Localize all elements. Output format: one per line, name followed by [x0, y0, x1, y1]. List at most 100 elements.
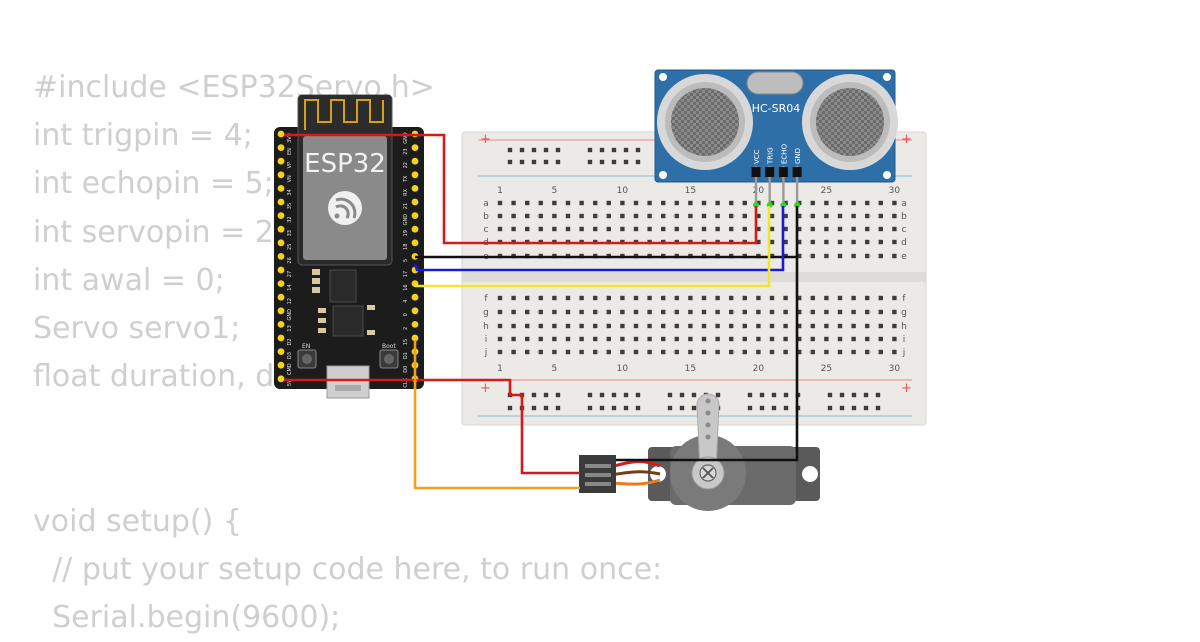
- esp32-pin-label: 16: [403, 284, 409, 290]
- breadboard-hole: [538, 226, 543, 232]
- esp32-pin: [277, 130, 285, 138]
- breadboard-hole: [647, 336, 652, 342]
- esp32-pin-label: 3V3: [287, 133, 293, 143]
- breadboard-hole: [837, 309, 843, 315]
- rail-hole: [875, 392, 881, 398]
- breadboard-hole: [742, 336, 747, 342]
- rail-hole: [599, 147, 605, 153]
- breadboard-hole: [620, 336, 625, 342]
- breadboard-hole: [511, 323, 516, 329]
- rail-hole: [611, 147, 617, 153]
- breadboard-hole: [810, 226, 815, 232]
- breadboard-hole: [742, 309, 747, 315]
- breadboard-hole: [606, 226, 611, 232]
- breadboard-hole: [511, 226, 516, 232]
- breadboard-hole: [674, 295, 679, 301]
- breadboard-hole: [769, 239, 775, 245]
- breadboard-hole: [606, 213, 611, 219]
- esp32-pin: [277, 266, 285, 274]
- breadboard-hole: [797, 253, 802, 259]
- rail-hole: [531, 147, 537, 153]
- breadboard-hole: [511, 295, 516, 301]
- esp32-pin-label: GND: [287, 309, 293, 321]
- row-label: g: [901, 308, 907, 318]
- breadboard-hole: [661, 349, 666, 355]
- breadboard-hole: [878, 295, 883, 301]
- espressif-logo-icon: [328, 191, 362, 225]
- breadboard-hole: [688, 349, 693, 355]
- breadboard-hole: [837, 323, 843, 329]
- breadboard-hole: [851, 323, 856, 329]
- esp32-label: ESP32: [304, 149, 386, 179]
- en-button-label: EN: [302, 343, 310, 350]
- code-line: Serial.begin(9600);: [33, 600, 341, 636]
- breadboard-hole: [674, 349, 679, 355]
- code-line: // put your setup code here, to run once…: [33, 551, 663, 587]
- breadboard-hole: [701, 323, 707, 329]
- breadboard-hole: [633, 309, 639, 315]
- breadboard-hole: [497, 213, 503, 219]
- column-number: 25: [821, 186, 832, 196]
- breadboard-hole: [742, 200, 747, 206]
- sensor-pin-label: GND: [794, 148, 802, 164]
- esp32-pin: [411, 225, 419, 233]
- breadboard-hole: [756, 309, 761, 315]
- rail-hole: [623, 159, 629, 165]
- sensor-pin: [754, 166, 758, 204]
- esp32-pin: [411, 239, 419, 247]
- breadboard-hole: [892, 253, 897, 259]
- breadboard-hole: [579, 213, 584, 219]
- breadboard-hole: [647, 226, 652, 232]
- breadboard-hole: [865, 200, 870, 206]
- breadboard-hole: [538, 323, 543, 329]
- breadboard-hole: [715, 295, 720, 301]
- rail-hole: [691, 405, 697, 411]
- sensor-pin: [782, 166, 785, 204]
- breadboard-hole: [729, 309, 734, 315]
- breadboard-hole: [661, 336, 666, 342]
- rail-hole: [783, 405, 789, 411]
- rail-hole: [635, 159, 641, 165]
- esp32-pin: [277, 348, 285, 355]
- rail-hole: [839, 405, 845, 411]
- breadboard-hole: [579, 349, 584, 355]
- rail-hole: [623, 405, 629, 411]
- esp32-pin-label: 14: [287, 284, 293, 290]
- usb-port: [326, 365, 370, 399]
- rail-hole: [771, 392, 777, 398]
- code-line: int trigpin = 4;: [33, 118, 253, 154]
- breadboard-hole: [756, 213, 761, 219]
- breadboard-hole: [769, 309, 775, 315]
- breadboard-hole: [851, 349, 856, 355]
- breadboard-hole: [701, 349, 707, 355]
- column-number: 30: [889, 186, 901, 196]
- breadboard-hole: [742, 349, 747, 355]
- breadboard-hole: [783, 239, 788, 245]
- breadboard-hole: [729, 200, 734, 206]
- esp32-pin: [277, 280, 285, 287]
- esp32-pin-label: 4: [403, 300, 409, 303]
- rail-hole: [519, 159, 525, 165]
- breadboard-hole: [525, 226, 530, 232]
- breadboard-hole: [878, 349, 883, 355]
- wire-trig-yellow: [415, 206, 771, 288]
- sensor-pin-connection: [794, 202, 801, 208]
- breadboard-hole: [783, 213, 788, 219]
- breadboard-hole: [756, 295, 761, 301]
- breadboard-hole: [865, 253, 870, 259]
- transducer-right-icon: [802, 74, 898, 170]
- breadboard-hole: [688, 309, 693, 315]
- breadboard-hole: [674, 323, 679, 329]
- esp32-pin-label: 26: [287, 257, 293, 263]
- breadboard-hole: [783, 323, 788, 329]
- wire-gnd-servo-black: [616, 257, 799, 462]
- sensor-pin: [795, 166, 799, 204]
- breadboard-hole: [497, 295, 503, 301]
- breadboard-hole: [837, 239, 843, 245]
- breadboard-hole: [525, 295, 530, 301]
- esp32-pin: [277, 239, 285, 247]
- breadboard-hole: [538, 295, 543, 301]
- breadboard-hole: [837, 295, 843, 301]
- column-number: 25: [821, 364, 832, 374]
- breadboard-hole: [593, 213, 598, 219]
